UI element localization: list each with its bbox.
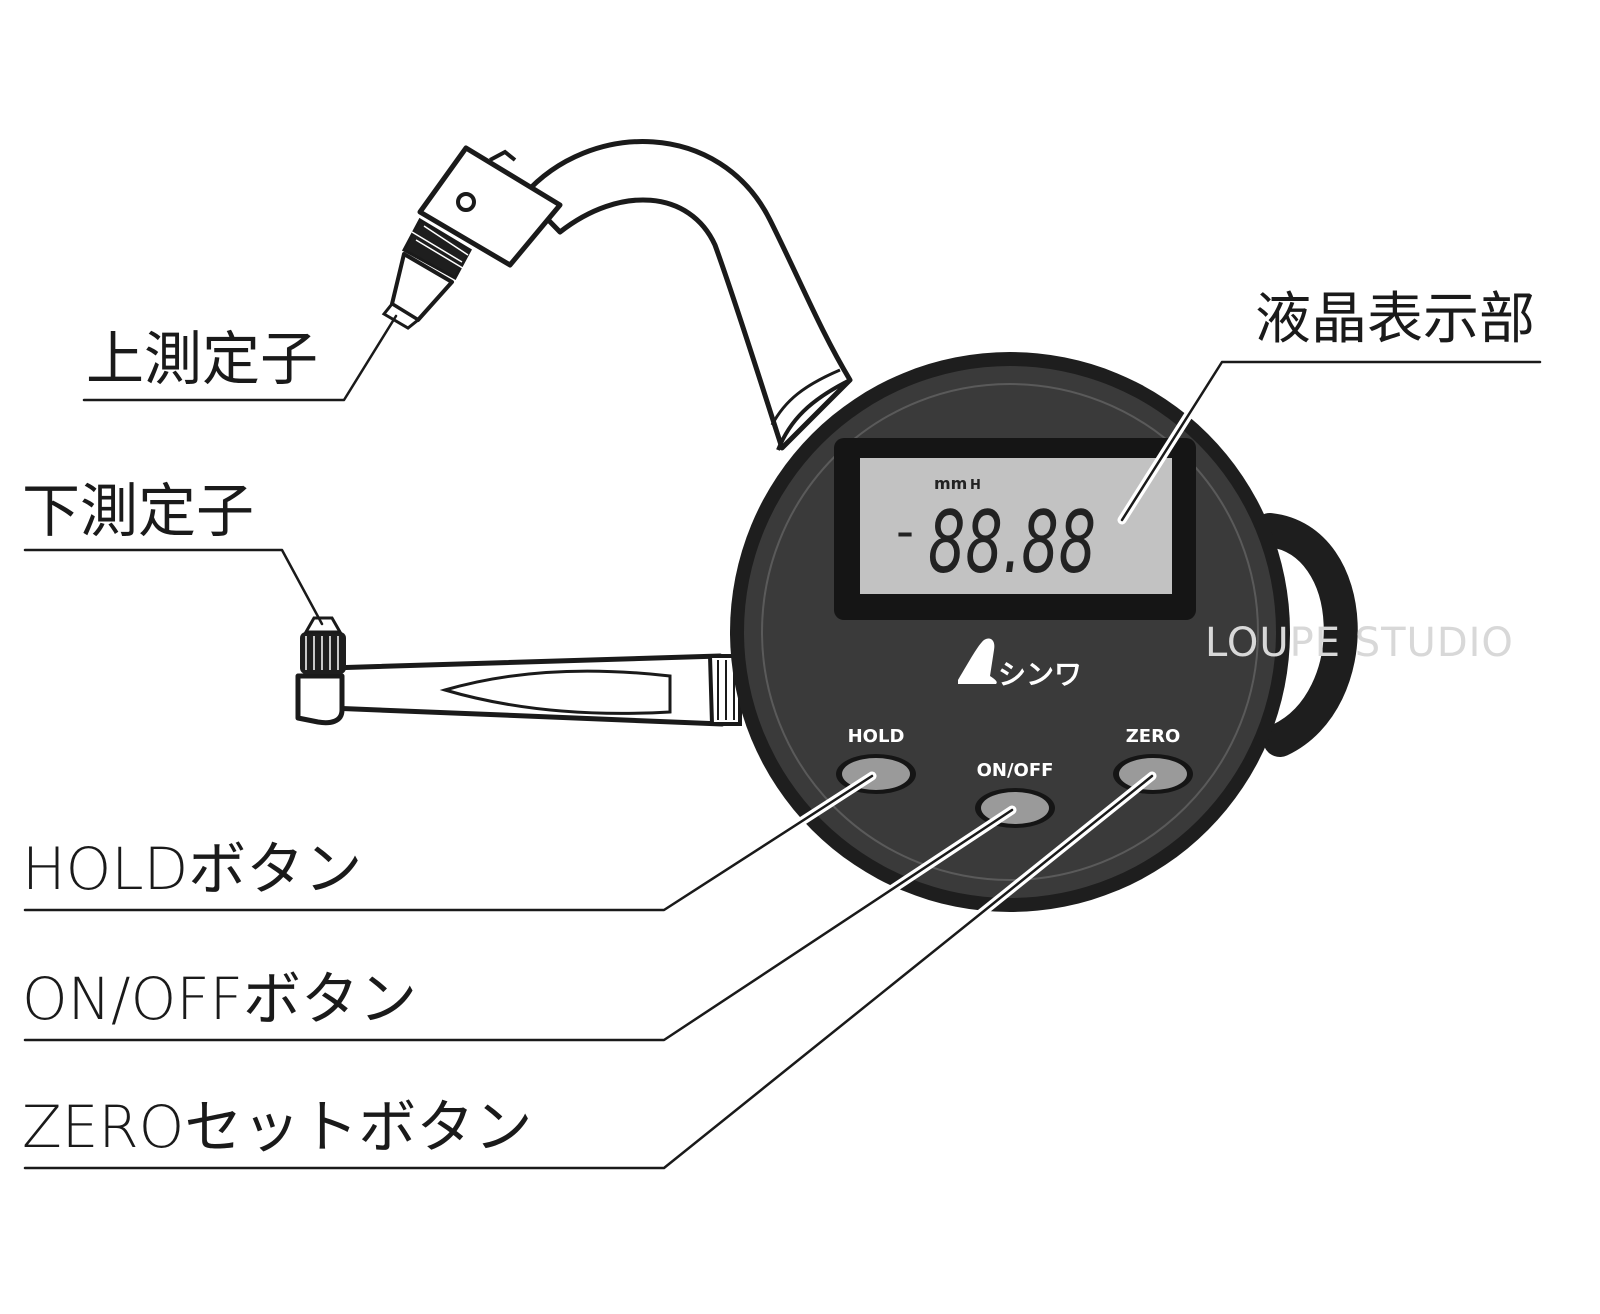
watermark: LOUPE STUDIO (1205, 620, 1514, 666)
upper-arm (521, 139, 853, 451)
back-loop (1253, 513, 1358, 757)
lcd-hold-indicator: H (970, 478, 981, 493)
upper-probe-label: 上測定子 (86, 325, 319, 393)
onoff-button[interactable]: ON/OFF (975, 760, 1055, 828)
hold-button[interactable]: HOLD (836, 726, 916, 794)
onoff-button-label: ON/OFF (977, 760, 1054, 781)
leader-zero (23, 774, 1154, 1170)
leader-hold (23, 774, 874, 912)
lower-arm (327, 653, 742, 727)
lcd-minus: - (896, 502, 914, 560)
brand-logo: シンワ (958, 638, 1082, 691)
lower-probe-head (295, 616, 346, 726)
pivot-icon (456, 192, 476, 212)
zero-button-label: ZERO (1126, 726, 1181, 747)
leader-lines (20, 314, 1545, 1173)
onoff-button-callout: ON/OFFボタン (22, 965, 417, 1033)
penguin-icon (958, 638, 997, 684)
leader-lower-probe (23, 548, 324, 626)
leader-onoff (23, 808, 1014, 1042)
hold-button-callout: HOLDボタン (22, 835, 363, 903)
brand-name: シンワ (998, 658, 1082, 691)
leader-upper-probe (82, 314, 398, 402)
lcd-unit: mm (934, 474, 967, 493)
upper-probe-head (381, 145, 563, 330)
lcd-display: mm H - 88.88 (834, 438, 1196, 620)
hold-button-label: HOLD (848, 726, 905, 747)
zero-button-callout: ZEROセットボタン (22, 1093, 533, 1161)
leader-lcd (1120, 360, 1542, 522)
lcd-display-label: 液晶表示部 (1255, 287, 1535, 352)
lcd-reading: 88.88 (928, 493, 1096, 593)
lower-probe-label: 下測定子 (22, 477, 255, 545)
